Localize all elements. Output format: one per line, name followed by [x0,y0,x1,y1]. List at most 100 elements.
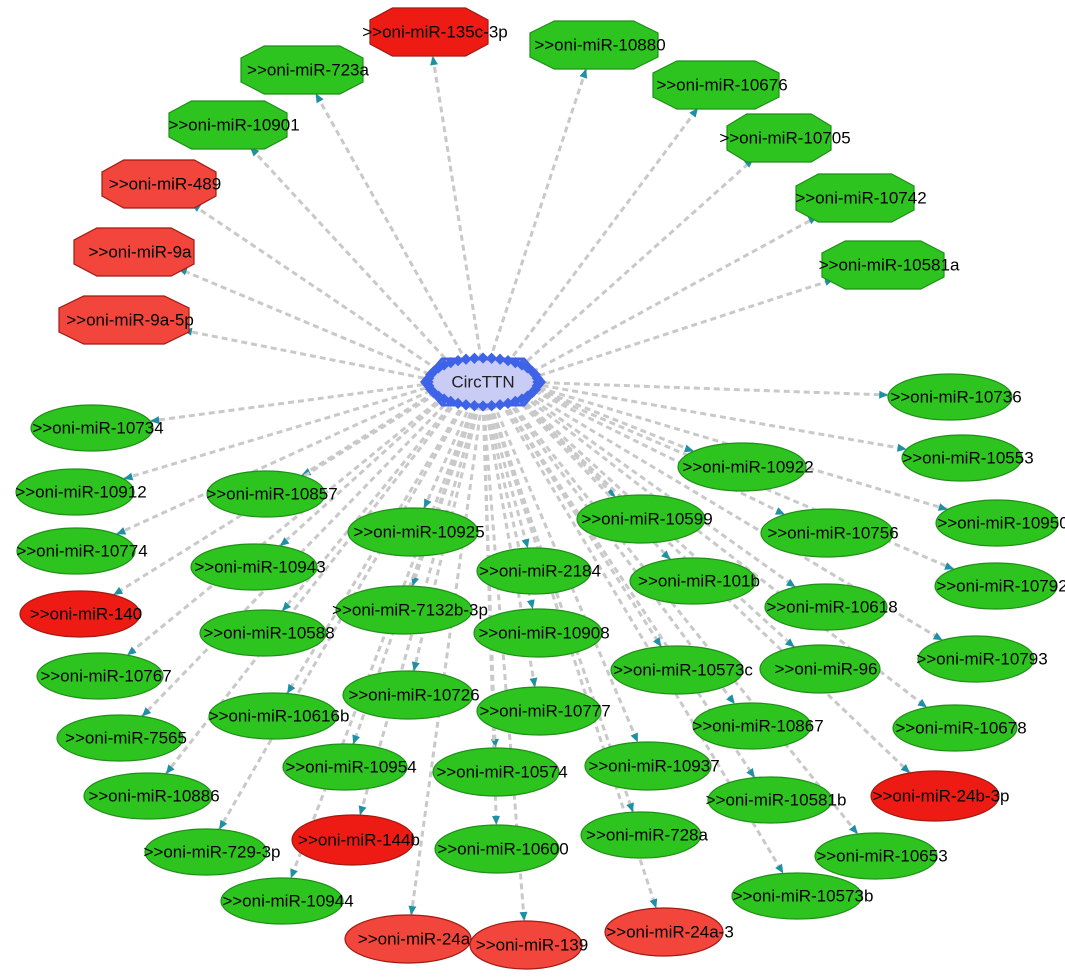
node-oni-mir-10793[interactable]: >>oni-miR-10793 [916,635,1048,683]
node-oni-mir-10925[interactable]: >>oni-miR-10925 [347,507,485,557]
edge-oni-mir-10767 [126,394,445,657]
node-oni-mir-723a[interactable]: >>oni-miR-723a [240,45,369,95]
node-oni-mir-10922[interactable]: >>oni-miR-10922 [677,442,814,492]
node-shape [821,240,945,290]
node-oni-mir-729-3p[interactable]: >>oni-miR-729-3p [143,828,281,876]
node-oni-mir-10937[interactable]: >>oni-miR-10937 [584,741,720,791]
hub-node[interactable]: CircTTN [420,352,546,412]
node-oni-mir-140[interactable]: >>oni-miR-140 [19,590,142,638]
node-oni-mir-10943[interactable]: >>oni-miR-10943 [190,543,326,591]
node-oni-mir-10678[interactable]: >>oni-miR-10678 [892,704,1027,752]
node-label: >>oni-miR-9a [89,242,193,261]
node-oni-mir-10726[interactable]: >>oni-miR-10726 [342,670,480,720]
node-oni-mir-135c-3p[interactable]: >>oni-miR-135c-3p [362,7,508,57]
node-oni-mir-10867[interactable]: >>oni-miR-10867 [692,702,824,750]
node-shape [168,100,288,150]
node-label: >>oni-miR-10925 [353,522,484,541]
node-oni-mir-10792[interactable]: >>oni-miR-10792 [934,562,1065,610]
edge-arrow-icon [661,550,671,560]
node-shape [584,741,712,791]
node-oni-mir-7132b-3p[interactable]: >>oni-miR-7132b-3p [332,585,488,635]
node-oni-mir-24a[interactable]: >>oni-miR-24a [344,914,472,964]
node-oni-mir-728a[interactable]: >>oni-miR-728a [580,811,708,859]
node-oni-mir-10600[interactable]: >>oni-miR-10600 [434,824,569,874]
node-oni-mir-144b[interactable]: >>oni-miR-144b [291,814,420,866]
node-oni-mir-10581b[interactable]: >>oni-miR-10581b [706,776,847,824]
node-oni-mir-10581a[interactable]: >>oni-miR-10581a [819,240,960,290]
hub-arrow-head-icon [494,353,506,365]
node-oni-mir-10734[interactable]: >>oni-miR-10734 [30,404,164,452]
node-shape [870,770,1000,822]
node-oni-mir-10901[interactable]: >>oni-miR-10901 [168,100,300,150]
node-oni-mir-10886[interactable]: >>oni-miR-10886 [83,772,220,820]
node-shape [629,557,757,605]
node-shape [282,743,408,791]
node-oni-mir-10736[interactable]: >>oni-miR-10736 [887,373,1022,421]
edge-oni-mir-10943 [278,395,447,548]
node-oni-mir-10573b[interactable]: >>oni-miR-10573b [731,872,874,920]
node-oni-mir-10676[interactable]: >>oni-miR-10676 [652,60,788,110]
node-oni-mir-101b[interactable]: >>oni-miR-101b [629,557,760,605]
node-oni-mir-10857[interactable]: >>oni-miR-10857 [206,470,338,518]
node-oni-mir-10880[interactable]: >>oni-miR-10880 [529,20,666,70]
edge-arrow-icon [150,416,160,425]
edge-arrow-icon [490,738,499,748]
node-shape [934,562,1058,610]
node-oni-mir-96[interactable]: >>oni-miR-96 [759,644,881,694]
node-label: >>oni-miR-96 [775,659,878,678]
node-oni-mir-9a-5p[interactable]: >>oni-miR-9a-5p [58,295,194,345]
node-shape [580,811,702,859]
edge-arrow-icon [746,768,755,778]
node-oni-mir-10954[interactable]: >>oni-miR-10954 [282,743,417,791]
node-oni-mir-10616b[interactable]: >>oni-miR-10616b [208,692,350,740]
hub-arrow-head-icon [531,372,543,384]
hub-label: CircTTN [451,372,514,391]
node-label: >>oni-miR-24a [358,929,471,948]
node-oni-mir-10653[interactable]: >>oni-miR-10653 [814,832,948,880]
node-oni-mir-24b-3p[interactable]: >>oni-miR-24b-3p [870,770,1010,822]
edge-arrow-icon [630,732,638,743]
node-shape [190,543,318,591]
edge-arrow-icon [775,507,785,515]
edge-oni-mir-10922 [537,387,695,453]
node-shape [199,609,327,657]
node-shape [476,686,602,736]
node-oni-mir-7565[interactable]: >>oni-miR-7565 [56,714,187,762]
node-oni-mir-2184[interactable]: >>oni-miR-2184 [476,547,601,595]
node-oni-mir-10767[interactable]: >>oni-miR-10767 [36,652,172,700]
node-oni-mir-10705[interactable]: >>oni-miR-10705 [719,113,851,163]
node-oni-mir-9a[interactable]: >>oni-miR-9a [73,227,195,277]
node-oni-mir-10618[interactable]: >>oni-miR-10618 [764,583,898,631]
edge-arrow-icon [219,819,228,830]
node-oni-mir-10944[interactable]: >>oni-miR-10944 [220,877,354,925]
node-oni-mir-10599[interactable]: >>oni-miR-10599 [576,494,713,544]
edge-oni-mir-10581b [502,400,756,779]
node-oni-mir-10950[interactable]: >>oni-miR-10950 [935,499,1065,547]
node-oni-mir-139[interactable]: >>oni-miR-139 [469,920,588,970]
node-oni-mir-10777[interactable]: >>oni-miR-10777 [476,686,611,736]
node-shape [935,499,1059,547]
edge-oni-mir-728a [489,403,635,813]
edge-arrow-icon [358,805,367,816]
node-shape [144,828,268,876]
node-shape [101,159,217,209]
node-oni-mir-10912[interactable]: >>oni-miR-10912 [15,468,147,516]
node-oni-mir-10756[interactable]: >>oni-miR-10756 [760,508,899,558]
node-label: >>oni-miR-10618 [766,597,897,616]
node-oni-mir-10573c[interactable]: >>oni-miR-10573c [610,645,753,695]
node-oni-mir-10588[interactable]: >>oni-miR-10588 [199,609,335,657]
node-shape [731,872,863,920]
node-oni-mir-489[interactable]: >>oni-miR-489 [101,159,221,209]
edge-arrow-icon [684,444,694,453]
edge-oni-mir-723a [314,92,468,363]
edge-oni-mir-10774 [115,389,432,536]
node-oni-mir-10742[interactable]: >>oni-miR-10742 [795,173,927,223]
node-oni-mir-10908[interactable]: >>oni-miR-10908 [473,608,610,658]
node-oni-mir-10774[interactable]: >>oni-miR-10774 [16,527,148,575]
node-oni-mir-10553[interactable]: >>oni-miR-10553 [901,434,1034,482]
node-oni-mir-10574[interactable]: >>oni-miR-10574 [432,747,568,797]
node-label: >>oni-miR-10573b [733,886,874,905]
node-shape [16,527,136,575]
edge-arrow-icon [424,498,432,509]
node-oni-mir-24a-3[interactable]: >>oni-miR-24a-3 [604,907,734,957]
